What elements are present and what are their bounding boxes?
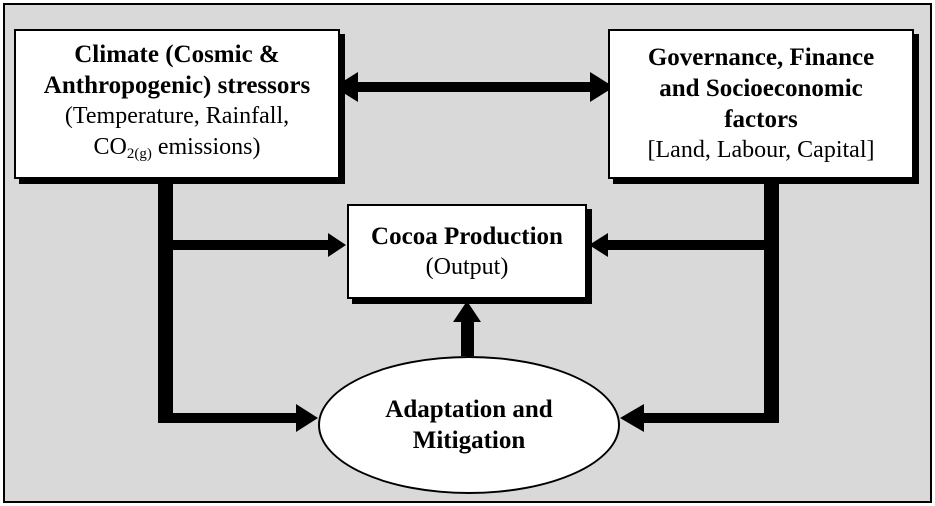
left-trunk (158, 179, 173, 422)
cocoa-subtitle: (Output) (425, 253, 509, 280)
governance-factors-box: Governance, Finance and Socioeconomic fa… (608, 29, 914, 179)
adaptation-to-cocoa-arrow (453, 301, 481, 356)
adaptation-mitigation-ellipse: Adaptation and Mitigation (318, 356, 620, 494)
left-to-cocoa-arrow (173, 233, 346, 257)
climate-title-line1: Climate (Cosmic & (74, 40, 280, 68)
cocoa-title: Cocoa Production (371, 222, 563, 250)
cocoa-production-box: Cocoa Production (Output) (347, 204, 587, 299)
co2-label: CO (93, 133, 127, 160)
climate-stressors-box: Climate (Cosmic & Anthropogenic) stresso… (14, 29, 340, 179)
governance-detail-line: [Land, Labour, Capital] (647, 137, 875, 163)
left-to-adaptation-arrow (158, 404, 318, 432)
bidirectional-arrow (334, 72, 614, 102)
co2-rest: emissions) (151, 133, 261, 160)
co2-subscript: 2(g) (126, 145, 152, 162)
governance-title-line3: factors (724, 106, 798, 133)
right-to-adaptation-arrow (620, 404, 779, 432)
governance-title-line2: and Socioeconomic (659, 75, 863, 102)
climate-detail-line1: (Temperature, Rainfall, (64, 102, 290, 129)
adaptation-line2: Mitigation (412, 427, 526, 454)
right-to-cocoa-arrow (589, 233, 764, 257)
adaptation-line1: Adaptation and (385, 396, 553, 423)
right-trunk (764, 179, 779, 422)
climate-detail-line2: CO2(g) emissions) (93, 132, 260, 170)
climate-title-line2: Anthropogenic) stressors (43, 71, 311, 99)
governance-title-line1: Governance, Finance (647, 44, 875, 71)
